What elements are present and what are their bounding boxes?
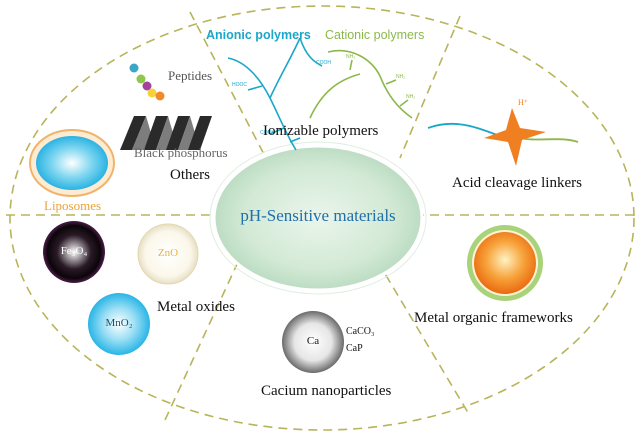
acid-cleavage-label: Acid cleavage linkers (452, 175, 582, 191)
anionic-polymer-structure (227, 37, 323, 151)
proton-label: H⁺ (518, 98, 528, 107)
mof-label: Metal organic frameworks (414, 310, 573, 326)
hooc-label: HOOC (232, 82, 247, 88)
nh2-label-1: NH₂ (346, 54, 356, 60)
nh2-label-3: NH₂ (406, 94, 416, 100)
mno2-particle (88, 293, 150, 355)
ca-label: Ca (306, 335, 320, 347)
metal-oxides-label: Metal oxides (157, 299, 235, 315)
caco3-label: CaCO₃ (346, 326, 375, 337)
peptides-icon (129, 63, 165, 101)
fe3o4-particle (43, 221, 105, 283)
liposomes-label: Liposomes (44, 198, 102, 213)
cationic-polymers-label: Cationic polymers (325, 28, 425, 42)
mno2-label: MnO₂ (105, 317, 133, 329)
cap-label: CaP (346, 343, 363, 354)
black-phosphorus-icon (120, 116, 212, 150)
zno-label: ZnO (157, 247, 179, 259)
anionic-polymers-label: Anionic polymers (206, 28, 311, 42)
section-dividers (6, 11, 636, 421)
calcium-particle (282, 311, 344, 373)
zno-particle (137, 223, 199, 285)
liposome-icon (29, 129, 115, 197)
outer-boundary (9, 5, 635, 431)
others-label: Others (170, 167, 210, 183)
cooh-label-1: COOH (316, 60, 331, 66)
calcium-nanoparticles-label: Cacium nanoparticles (261, 383, 392, 399)
ionizable-polymers-label: Ionizable polymers (263, 123, 379, 139)
acid-linker-icon (427, 108, 579, 166)
peptides-label: Peptides (168, 68, 213, 83)
fe3o4-label: Fe₃O₄ (60, 245, 88, 257)
center-ellipse (212, 144, 424, 292)
black-phosphorus-label: Black phosphorus (134, 145, 228, 160)
cooh-label-2: COOH (260, 130, 275, 136)
cationic-polymer-structure (309, 49, 413, 119)
nh2-label-2: NH₂ (396, 74, 406, 80)
mof-particle (467, 225, 543, 301)
center-label: pH-Sensitive materials (240, 206, 396, 225)
